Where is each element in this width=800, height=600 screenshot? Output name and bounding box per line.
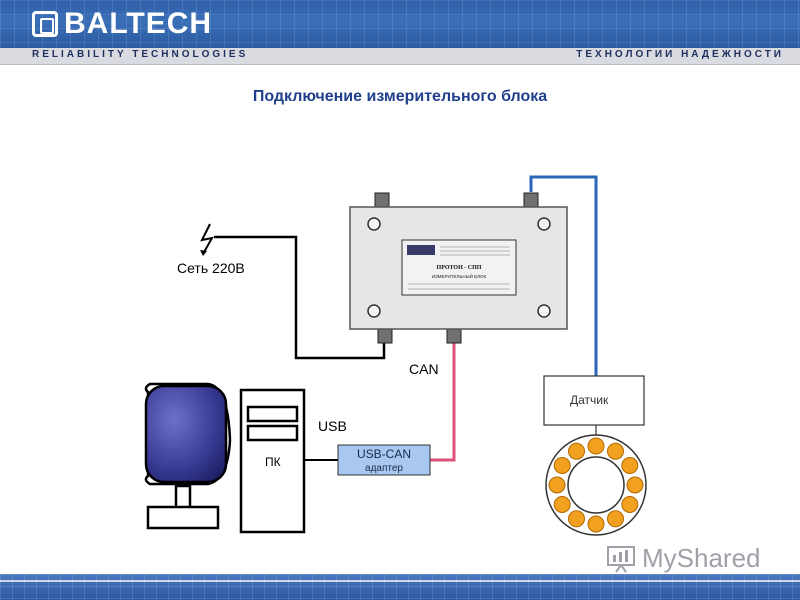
mains-cable (214, 235, 386, 360)
can-cable (430, 340, 456, 462)
watermark-icon (607, 546, 635, 573)
bearing-ball (548, 476, 566, 494)
footer-line (0, 580, 800, 582)
device-name: ПРОТОН - СПП (437, 265, 482, 271)
bearing-ball (626, 476, 644, 494)
header-banner: BALTECH (0, 0, 800, 48)
bearing-icon (545, 434, 647, 536)
screw-icon (367, 304, 381, 318)
watermark: MyShared (606, 540, 776, 576)
pc-label: ПК (265, 455, 281, 469)
bearing-ball (553, 496, 571, 513)
connector-bottom-left (377, 327, 393, 344)
connector-bottom-right (446, 327, 462, 344)
bearing-ball (607, 442, 624, 460)
screw-icon (537, 217, 551, 231)
bearing-ball (553, 457, 571, 474)
tagline-bar: RELIABILITY TECHNOLOGIES ТЕХНОЛОГИИ НАДЕ… (0, 48, 800, 65)
can-label: CAN (409, 361, 439, 377)
bearing-ball (587, 437, 605, 455)
footer-grid-pattern (0, 574, 800, 600)
screw-icon (537, 304, 551, 318)
logo-text: BALTECH (64, 7, 213, 40)
connector-top-left (374, 192, 390, 209)
bearing-ball (568, 510, 585, 528)
sensor-cable (529, 175, 598, 376)
device-subtitle: ИЗМЕРИТЕЛЬНЫЙ БЛОК (432, 272, 487, 279)
logo-mark-icon (32, 11, 58, 37)
usb-can-adapter (337, 444, 431, 476)
adapter-label-line1: USB-CAN (357, 447, 411, 461)
footer-banner (0, 574, 800, 600)
tagline-right: ТЕХНОЛОГИИ НАДЕЖНОСТИ (576, 49, 784, 60)
usb-label: USB (318, 418, 347, 434)
watermark-text: MyShared (642, 542, 761, 573)
pc-tower-icon (239, 388, 306, 534)
bearing-ball (621, 496, 639, 513)
screw-icon (367, 217, 381, 231)
page-title: Подключение измерительного блока (252, 88, 548, 105)
tagline-left: RELIABILITY TECHNOLOGIES (32, 49, 249, 60)
header-grid-pattern (0, 0, 800, 48)
sensor-box (543, 375, 645, 426)
logo: BALTECH (32, 7, 213, 40)
adapter-label-line2: адаптер (365, 463, 403, 474)
bearing-ball (607, 510, 624, 528)
mains-label: Сеть 220В (177, 260, 245, 276)
bearing-ball (568, 442, 585, 460)
connector-top-right (523, 192, 539, 209)
monitor-icon (144, 382, 232, 530)
bearing-ball (621, 457, 639, 474)
bearing-ball (587, 515, 605, 533)
sensor-label: Датчик (570, 393, 609, 407)
lightning-icon (200, 223, 214, 255)
